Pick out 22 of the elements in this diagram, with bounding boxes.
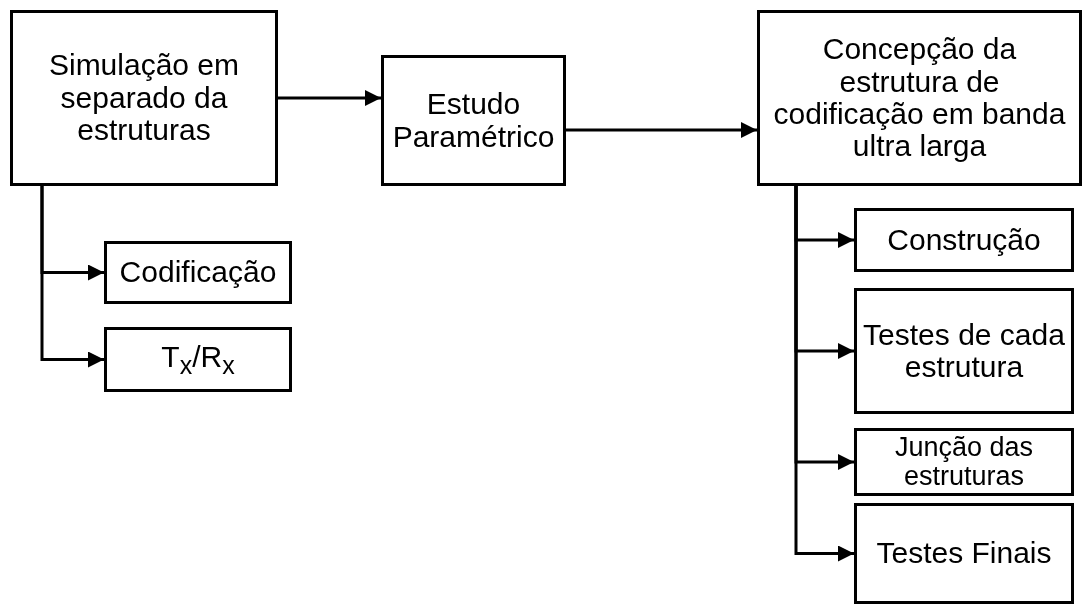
process-box [104, 327, 292, 392]
arrow [794, 186, 854, 562]
process-box [854, 428, 1074, 496]
box-label: Estudo Paramétrico [391, 88, 556, 153]
process-box [757, 10, 1082, 186]
process-box [854, 288, 1074, 414]
arrow [278, 90, 381, 106]
box-label: Simulação em separado da estruturas [47, 49, 241, 147]
process-box [381, 55, 566, 186]
box-label: Codificação [119, 256, 277, 289]
box-label: T$_{x}$/R$_{x}$ [161, 340, 235, 379]
box-label: Testes Finais [876, 537, 1052, 570]
process-box [854, 208, 1074, 272]
box-label: Testes de cada estrutura [863, 318, 1065, 384]
box-label: Construção [887, 223, 1041, 257]
box-label: Junção das estruturas [893, 432, 1035, 492]
process-box [854, 503, 1074, 604]
arrow [566, 122, 757, 138]
process-box [104, 241, 292, 304]
box-label: Concepção da estrutura de codificação em banda ultra larga [772, 33, 1067, 163]
process-box [10, 10, 278, 186]
arrow [40, 186, 104, 368]
